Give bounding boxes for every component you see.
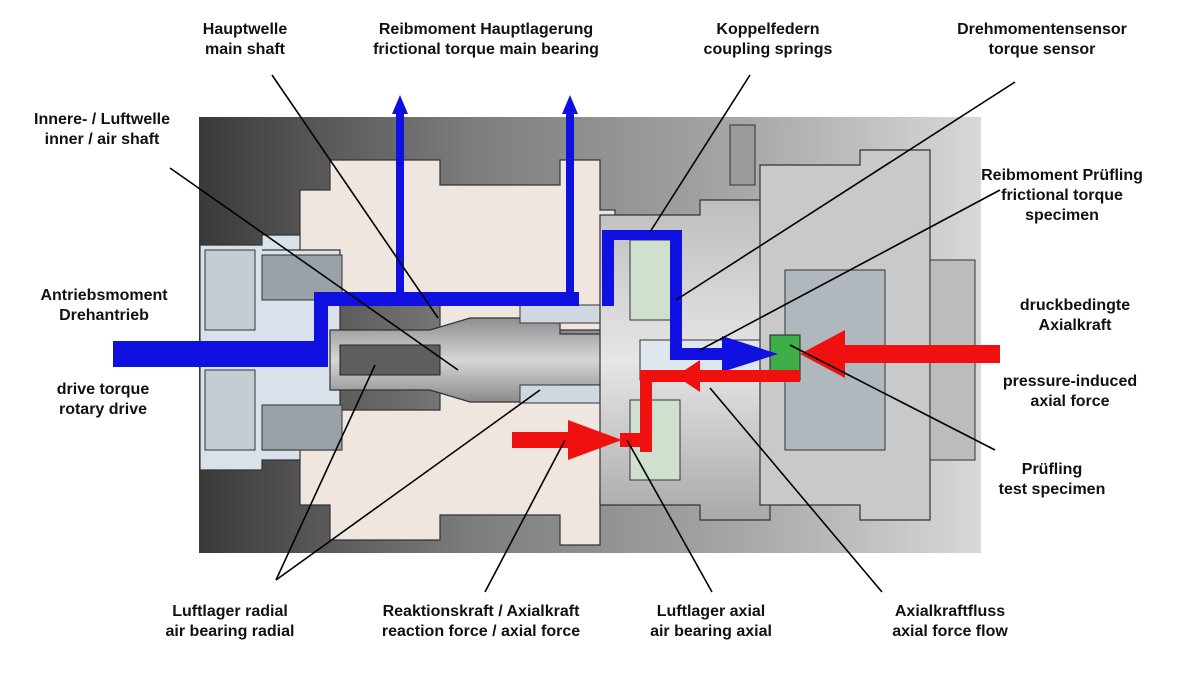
label-pressure-force-en: pressure-induced axial force xyxy=(1003,372,1137,412)
label-main-shaft-de: Hauptwelle xyxy=(202,21,288,38)
label-drive-torque-en: drive torque rotary drive xyxy=(57,380,149,420)
leader-lines xyxy=(169,74,1016,593)
label-reaction-force-de: Reaktionskraft / Axialkraft xyxy=(382,603,580,620)
label-air-bearing-axial-de: Luftlager axial xyxy=(656,603,766,620)
inner-shaft-core xyxy=(339,344,441,376)
label-main-shaft-en: main shaft xyxy=(204,41,285,58)
label-test-specimen-en: test specimen xyxy=(998,481,1106,498)
label-air-bearing-axial-en: air bearing axial xyxy=(650,623,772,640)
label-specimen-torque: Reibmoment Prüfling frictional torque sp… xyxy=(981,166,1143,226)
torque-flow-arrows xyxy=(113,95,778,372)
label-coupling-springs-en: coupling springs xyxy=(703,41,833,58)
leader-torque-sensor xyxy=(675,81,1016,301)
label-specimen-torque-de: Reibmoment Prüfling xyxy=(981,167,1143,184)
main-housing-lower-gray xyxy=(261,404,343,451)
label-axial-force-flow-de: Axialkraftfluss xyxy=(894,603,1006,620)
label-pressure-force-en-1: pressure-induced xyxy=(1002,373,1138,390)
pressure-force-stem xyxy=(842,345,1000,363)
label-reaction-force-en: reaction force / axial force xyxy=(381,623,581,640)
label-main-bearing-torque-de: Reibmoment Hauptlagerung xyxy=(378,21,594,38)
reaction-force-link xyxy=(620,433,652,447)
bearing-torque-head-2 xyxy=(562,95,578,114)
label-drive-torque-de-1: Antriebsmoment xyxy=(40,287,168,304)
label-drive-torque-en-1: drive torque xyxy=(56,381,150,398)
torque-to-springs-horizontal xyxy=(602,230,682,240)
drive-coupling-bottom xyxy=(204,369,256,451)
label-inner-shaft-en: inner / air shaft xyxy=(44,131,160,148)
reaction-force-stem xyxy=(512,432,572,448)
label-air-bearing-axial: Luftlager axial air bearing axial xyxy=(650,602,772,642)
drive-coupling-top xyxy=(204,249,256,331)
torque-to-springs-vertical xyxy=(602,232,614,306)
leader-coupling-springs xyxy=(649,74,751,233)
label-torque-sensor: Drehmomentensensor torque sensor xyxy=(957,20,1127,60)
label-reaction-force: Reaktionskraft / Axialkraft reaction for… xyxy=(382,602,580,642)
label-coupling-springs: Koppelfedern coupling springs xyxy=(704,20,833,60)
label-main-shaft: Hauptwelle main shaft xyxy=(203,20,287,60)
label-axial-force-flow: Axialkraftfluss axial force flow xyxy=(892,602,1008,642)
leader-test-specimen xyxy=(789,344,996,451)
leader-air-radial-2 xyxy=(275,389,541,581)
top-rod xyxy=(729,124,756,186)
axial-flow-head xyxy=(676,360,700,392)
pressure-force-head xyxy=(800,330,845,378)
label-drive-torque-de-2: Drehantrieb xyxy=(59,307,149,324)
leader-main-shaft xyxy=(271,74,439,319)
leader-axial-flow xyxy=(709,387,883,593)
label-main-bearing-torque: Reibmoment Hauptlagerung frictional torq… xyxy=(373,20,599,60)
force-flow-arrows xyxy=(512,330,1000,460)
leader-inner-shaft xyxy=(169,167,459,371)
axial-flow-horizontal xyxy=(648,370,800,382)
label-coupling-springs-de: Koppelfedern xyxy=(716,21,820,38)
label-drive-torque-en-2: rotary drive xyxy=(58,401,148,418)
leader-specimen-torque xyxy=(699,189,1001,351)
reaction-force-head xyxy=(568,420,622,460)
label-torque-sensor-en: torque sensor xyxy=(988,41,1096,58)
torque-to-specimen-bar xyxy=(670,348,730,360)
label-pressure-force-de-1: druckbedingte xyxy=(1019,297,1131,314)
label-test-specimen: Prüfling test specimen xyxy=(999,460,1106,500)
torque-sensor-vertical xyxy=(670,230,682,358)
label-inner-shaft-de: Innere- / Luftwelle xyxy=(33,111,171,128)
main-housing-lower xyxy=(262,389,616,546)
leader-air-axial xyxy=(626,439,713,593)
specimen-torque-head xyxy=(722,336,778,372)
drive-torque-bar xyxy=(113,341,328,367)
label-test-specimen-de: Prüfling xyxy=(1021,461,1083,478)
torque-step-vertical xyxy=(314,292,328,367)
label-air-bearing-radial-en: air bearing radial xyxy=(165,623,295,640)
bearing-torque-stem-2 xyxy=(566,112,574,302)
label-specimen-torque-en2: specimen xyxy=(1025,207,1099,224)
leader-reaction-force xyxy=(484,439,566,593)
label-pressure-force-de: druckbedingte Axialkraft xyxy=(1020,296,1130,336)
label-air-bearing-radial-de: Luftlager radial xyxy=(172,603,288,620)
label-inner-shaft: Innere- / Luftwelle inner / air shaft xyxy=(34,110,170,150)
label-main-bearing-torque-en: frictional torque main bearing xyxy=(373,41,599,58)
bearing-torque-head-1 xyxy=(392,95,408,114)
label-pressure-force-en-2: axial force xyxy=(1030,393,1110,410)
label-torque-sensor-de: Drehmomentensensor xyxy=(957,21,1127,38)
label-air-bearing-radial: Luftlager radial air bearing radial xyxy=(166,602,295,642)
leader-air-radial-1 xyxy=(275,364,376,581)
label-specimen-torque-en: frictional torque xyxy=(1001,187,1123,204)
axial-flow-vertical xyxy=(640,370,652,452)
bearing-torque-stem-1 xyxy=(396,112,404,302)
main-shaft-torque-bar xyxy=(314,292,579,306)
label-drive-torque-de: Antriebsmoment Drehantrieb xyxy=(40,286,167,326)
label-pressure-force-de-2: Axialkraft xyxy=(1038,317,1112,334)
label-axial-force-flow-en: axial force flow xyxy=(892,623,1008,640)
